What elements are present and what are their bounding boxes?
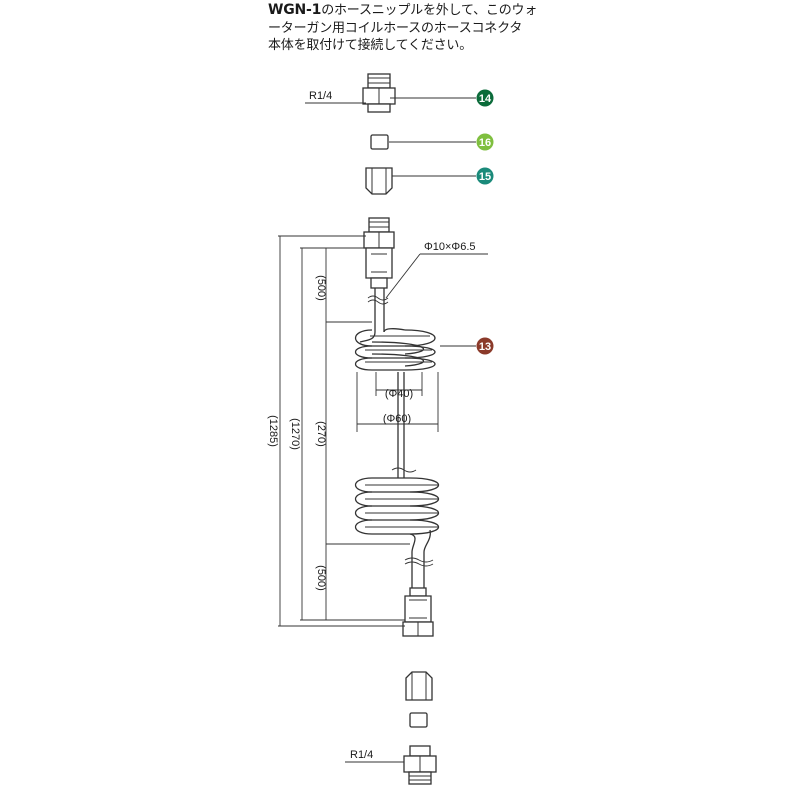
top-tail-length-label: (500) <box>315 275 327 301</box>
total-length-label: (1285) <box>267 415 279 447</box>
bottom-nipple-fitting <box>403 745 437 785</box>
inner-length-dimension <box>300 247 405 621</box>
coil-inner-dimension <box>375 372 423 396</box>
badge-16-number: 16 <box>479 137 491 149</box>
thread-top-label: R1/4 <box>309 90 332 102</box>
hose-size-label: Φ10×Φ6.5 <box>424 241 476 253</box>
instruction-line-2: ーターガン用コイルホースのホースコネクタ <box>268 20 523 36</box>
badge-16: 16 <box>476 133 494 151</box>
top-nipple-fitting <box>362 73 396 113</box>
hose-size-leader <box>385 253 421 299</box>
badge-15-circle <box>476 167 494 185</box>
badge-16-circle <box>476 133 494 151</box>
instruction-line-1: WGN-1のホースニップルを外して、このウォ <box>268 2 538 18</box>
badge-14: 14 <box>476 89 494 107</box>
badge-14-circle <box>476 89 494 107</box>
inner-length-label: (1270) <box>289 418 301 450</box>
hex-nut-part <box>365 167 393 195</box>
badge-13: 13 <box>476 337 494 355</box>
instruction-line-3: 本体を取付けて接続してください。 <box>268 38 473 53</box>
bottom-hex-nut-part <box>405 671 433 701</box>
model-name: WGN-1 <box>268 2 322 18</box>
coil-length-label: (270) <box>315 421 327 447</box>
badge-13-circle <box>476 337 494 355</box>
badge-15: 15 <box>476 167 494 185</box>
badge-15-number: 15 <box>479 171 491 183</box>
coil-hose-assembly <box>354 217 440 637</box>
gasket-part <box>370 134 389 150</box>
badge-13-number: 13 <box>479 341 491 353</box>
coil-inner-label: (Φ40) <box>385 388 413 400</box>
coil-outer-label: (Φ60) <box>383 413 411 425</box>
coil-outer-dimension <box>356 372 439 432</box>
tail-length-dimensions <box>325 248 410 620</box>
bottom-gasket-part <box>409 712 428 728</box>
total-length-dimension <box>278 235 405 627</box>
instruction-text: WGN-1のホースニップルを外して、このウォ ーターガン用コイルホースのホースコ… <box>268 2 788 55</box>
badge-14-number: 14 <box>479 93 492 105</box>
bottom-tail-length-label: (500) <box>315 565 327 591</box>
thread-bottom-label: R1/4 <box>350 749 373 761</box>
